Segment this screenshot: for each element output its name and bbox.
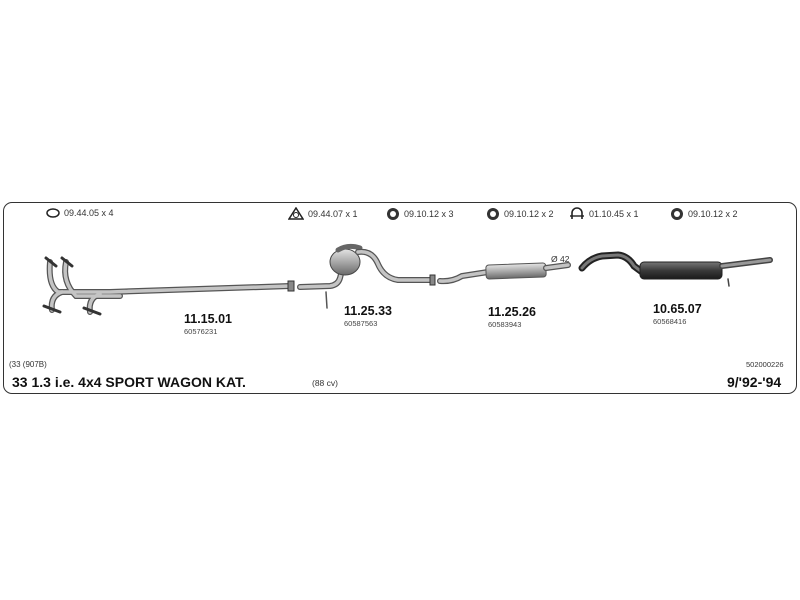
- production-date-range: 9/'92-'94: [727, 374, 782, 390]
- oem-number: 60583943: [488, 320, 522, 329]
- vehicle-model: 33 1.3 i.e. 4x4 SPORT WAGON KAT.: [12, 374, 246, 390]
- fitting-gasket-triangle: 09.44.07 x 1: [288, 207, 358, 220]
- fitting-label: 09.10.12 x 2: [688, 209, 738, 219]
- u-bolt-clamp-icon: [570, 207, 584, 219]
- part-code: 11.25.26: [488, 305, 536, 319]
- oem-number: 60587563: [344, 319, 378, 328]
- fitting-ring-clamp: 09.10.12 x 2: [486, 207, 554, 221]
- rear-silencer-part: [578, 251, 773, 287]
- ring-clamp-icon: [387, 208, 399, 220]
- exhaust-manifold-part: [42, 256, 295, 316]
- fitting-u-bolt-clamp: 01.10.45 x 1: [569, 206, 639, 221]
- triangle-gasket-icon: [288, 207, 304, 220]
- fitting-ring-clamp: 09.10.12 x 3: [386, 207, 454, 221]
- ring-clamp-icon: [671, 208, 683, 220]
- oem-number: 60568416: [653, 317, 687, 326]
- fitting-label: 09.10.12 x 3: [404, 209, 454, 219]
- front-pipe-with-resonator-part: [297, 243, 436, 309]
- oem-number: 60576231: [184, 327, 218, 336]
- ring-clamp-icon: [487, 208, 499, 220]
- series-code: (33 (907B): [9, 360, 47, 369]
- centre-silencer-part: [437, 262, 571, 285]
- fitting-gasket-oval: 09.44.05 x 4: [46, 208, 114, 218]
- fitting-label: 09.44.07 x 1: [308, 208, 358, 219]
- pipe-diameter-label: Ø 42: [551, 254, 570, 264]
- exhaust-system-panel: [3, 202, 797, 394]
- part-code: 10.65.07: [653, 302, 702, 316]
- engine-power: (88 cv): [312, 378, 338, 388]
- part-code: 11.25.33: [344, 304, 392, 318]
- fitting-label: 01.10.45 x 1: [589, 208, 639, 219]
- fitting-label: 09.44.05 x 4: [64, 208, 114, 218]
- catalog-number: 502000226: [746, 360, 784, 369]
- fitting-label: 09.10.12 x 2: [504, 209, 554, 219]
- oval-flange-gasket-icon: [46, 208, 60, 218]
- part-code: 11.15.01: [184, 312, 232, 326]
- fitting-ring-clamp: 09.10.12 x 2: [670, 207, 738, 221]
